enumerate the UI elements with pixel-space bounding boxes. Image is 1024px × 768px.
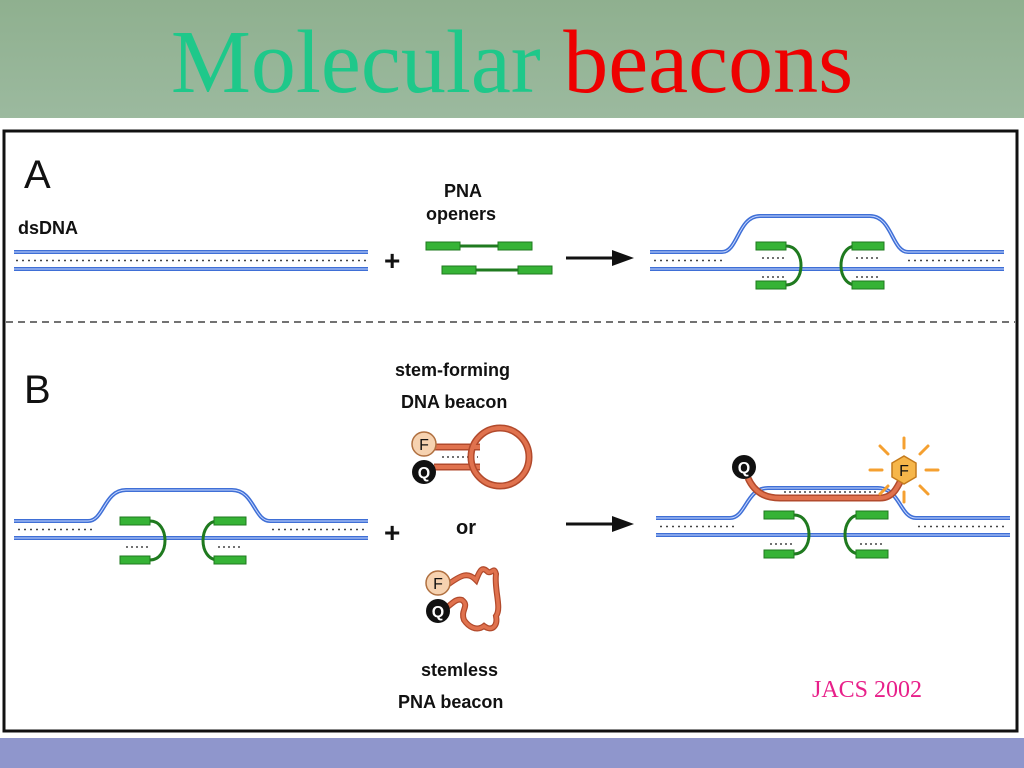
pna-openers-label-line2: openers: [426, 204, 496, 224]
molecular-beacon-diagram: A dsDNA + PNA openers: [2, 129, 1019, 733]
fluorophore-badge-bound: F: [891, 455, 917, 485]
quencher-badge-stem: Q: [412, 460, 436, 484]
quencher-label: Q: [418, 465, 430, 482]
stemless-label-line2: PNA beacon: [398, 692, 503, 712]
title-word-molecular: Molecular: [170, 13, 541, 112]
pna-opener-bottom: [441, 265, 553, 275]
stemless-label-line1: stemless: [421, 660, 498, 680]
fluorophore-label: F: [419, 437, 429, 454]
quencher-badge-stemless: Q: [426, 599, 450, 623]
stem-forming-label-line2: DNA beacon: [401, 392, 507, 412]
pna-openers-label-line1: PNA: [444, 181, 482, 201]
fluorescence-burst-icon: [868, 436, 940, 504]
panel-a-plus: +: [384, 245, 400, 276]
dsdna-strand: [14, 250, 368, 271]
quencher-badge-bound: Q: [732, 455, 756, 479]
panel-b-plus: +: [384, 517, 400, 548]
stem-forming-label-line1: stem-forming: [395, 360, 510, 380]
reaction-arrow-a: [566, 250, 634, 266]
slide-title: Molecular beacons: [0, 8, 1024, 118]
diagram-frame: [2, 129, 1019, 733]
quencher-label-stemless: Q: [432, 604, 444, 621]
pna-opener-top: [425, 241, 533, 251]
dsdna-label: dsDNA: [18, 218, 78, 238]
panel-b-letter: B: [24, 368, 51, 412]
panel-a-letter: A: [24, 153, 51, 197]
stemless-pna-beacon: [444, 566, 502, 632]
fluorophore-badge-stem: F: [411, 431, 437, 457]
reaction-arrow-b: [566, 516, 634, 532]
fluorophore-label-bound: F: [899, 463, 909, 480]
citation: JACS 2002: [812, 677, 922, 703]
or-label: or: [456, 517, 476, 539]
opened-dsdna-b-left: [14, 488, 368, 565]
title-word-beacons: beacons: [563, 13, 854, 112]
fluorophore-label-stemless: F: [433, 576, 443, 593]
stem-forming-dna-beacon: [434, 424, 533, 490]
quencher-label-bound: Q: [738, 460, 750, 477]
fluorophore-badge-stemless: F: [425, 570, 451, 596]
diagram-area: A dsDNA + PNA openers: [0, 118, 1024, 738]
beacon-bound-dsdna: [656, 472, 1010, 559]
footer-bar: [0, 738, 1024, 768]
opened-dsdna-a: [650, 214, 1004, 290]
